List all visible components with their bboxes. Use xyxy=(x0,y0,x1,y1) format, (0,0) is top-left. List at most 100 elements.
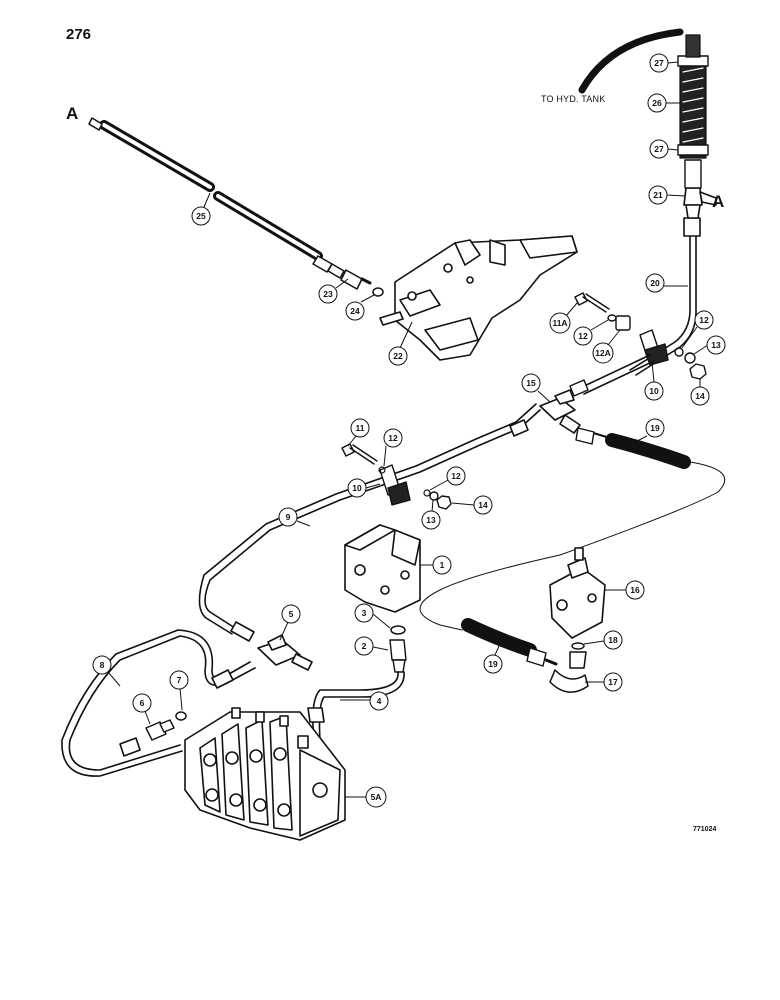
callout-22: 22 xyxy=(388,321,413,366)
svg-text:12: 12 xyxy=(451,471,461,481)
tank-arrow xyxy=(578,28,684,94)
svg-text:18: 18 xyxy=(608,635,618,645)
fitting-2 xyxy=(389,639,407,673)
svg-text:12: 12 xyxy=(388,433,398,443)
svg-text:26: 26 xyxy=(652,98,662,108)
callout-26: 26 xyxy=(647,93,680,113)
svg-text:17: 17 xyxy=(608,677,618,687)
callout-2: 2 xyxy=(354,636,389,656)
page-number: 276 xyxy=(66,26,92,43)
o-ring-18 xyxy=(571,642,585,650)
callout-5: 5 xyxy=(279,604,301,641)
callout-11: 11 xyxy=(347,418,370,447)
valve-5a xyxy=(184,707,346,841)
o-ring-7 xyxy=(175,711,187,721)
nut-14-lower xyxy=(436,495,452,510)
fitting-23 xyxy=(340,269,372,290)
hose-19-upper xyxy=(575,427,691,469)
svg-text:5: 5 xyxy=(289,609,294,619)
callout-1: 1 xyxy=(420,555,452,575)
svg-text:24: 24 xyxy=(350,306,360,316)
callout-19-lower: 19 xyxy=(483,643,503,674)
callout-19-upper: 19 xyxy=(634,418,665,443)
tube-8 xyxy=(61,629,256,777)
svg-text:27: 27 xyxy=(654,144,664,154)
svg-text:12: 12 xyxy=(578,331,588,341)
callout-10-upper: 10 xyxy=(644,361,664,401)
callout-15: 15 xyxy=(521,373,551,403)
callout-14-lower: 14 xyxy=(451,495,493,515)
nut-14-upper xyxy=(689,363,707,380)
bracket-10-upper xyxy=(639,329,669,366)
bolt-11a xyxy=(574,292,610,313)
tee-5 xyxy=(230,621,313,671)
callout-12-a: 12 xyxy=(573,319,609,346)
hose-25 xyxy=(88,117,345,279)
loader-valve-22 xyxy=(379,235,578,361)
svg-text:15: 15 xyxy=(526,378,536,388)
svg-text:12: 12 xyxy=(699,315,709,325)
svg-text:3: 3 xyxy=(362,608,367,618)
callout-7: 7 xyxy=(169,670,189,711)
nut-13-lower xyxy=(429,491,439,501)
svg-text:2: 2 xyxy=(362,641,367,651)
callout-27-bottom: 27 xyxy=(649,139,679,159)
o-ring-3 xyxy=(390,625,406,635)
tank-label: TO HYD. TANK xyxy=(541,94,606,104)
svg-text:9: 9 xyxy=(286,512,291,522)
callout-27-top: 27 xyxy=(649,53,679,73)
svg-text:19: 19 xyxy=(488,659,498,669)
svg-text:19: 19 xyxy=(650,423,660,433)
svg-text:12A: 12A xyxy=(595,348,611,358)
tube-20 xyxy=(629,217,701,376)
callout-10-lower: 10 xyxy=(347,478,381,498)
washer-12-lower-a xyxy=(378,466,386,474)
valve-1 xyxy=(344,524,421,613)
callout-21: 21 xyxy=(648,185,686,205)
callout-11a: 11A xyxy=(549,301,579,334)
svg-text:13: 13 xyxy=(426,515,436,525)
svg-text:21: 21 xyxy=(653,190,663,200)
svg-text:11: 11 xyxy=(356,423,365,433)
svg-text:6: 6 xyxy=(140,698,145,708)
nut-13-upper xyxy=(684,352,696,364)
callout-12-d: 12 xyxy=(429,466,466,491)
svg-text:27: 27 xyxy=(654,58,664,68)
callout-12-c: 12 xyxy=(383,428,403,467)
o-ring-24 xyxy=(372,287,384,297)
svg-text:16: 16 xyxy=(630,585,640,595)
svg-text:14: 14 xyxy=(695,391,705,401)
svg-text:8: 8 xyxy=(100,660,105,670)
washer-12-upper xyxy=(674,347,684,357)
callout-13-lower: 13 xyxy=(421,499,441,530)
svg-text:5A: 5A xyxy=(371,792,382,802)
svg-text:20: 20 xyxy=(650,278,660,288)
washer-12-lower-b xyxy=(423,489,431,497)
callout-5a: 5A xyxy=(345,786,387,808)
tube-10-upper xyxy=(579,354,655,395)
callout-25: 25 xyxy=(191,192,211,226)
callout-6: 6 xyxy=(132,693,152,725)
hose-19-lower xyxy=(461,618,558,667)
tube-9 xyxy=(198,403,541,635)
callout-16: 16 xyxy=(605,580,645,600)
svg-text:13: 13 xyxy=(711,340,721,350)
drawing-id: 771024 xyxy=(693,826,717,833)
callout-13-upper: 13 xyxy=(693,335,726,355)
callout-8: 8 xyxy=(92,655,121,687)
bracket-10-lower xyxy=(379,464,411,506)
svg-text:22: 22 xyxy=(393,351,403,361)
washer-12a-side xyxy=(607,314,617,322)
callout-3: 3 xyxy=(354,603,391,629)
elbow-17 xyxy=(549,651,589,693)
tee-21 xyxy=(683,187,717,219)
relief-valve-16 xyxy=(549,547,606,639)
svg-text:25: 25 xyxy=(196,211,206,221)
callout-17: 17 xyxy=(585,672,623,692)
svg-text:14: 14 xyxy=(478,500,488,510)
connection-marker-right: A xyxy=(712,192,725,211)
callout-20: 20 xyxy=(645,273,688,293)
callout-12a: 12A xyxy=(592,329,621,364)
callout-9: 9 xyxy=(278,507,311,527)
